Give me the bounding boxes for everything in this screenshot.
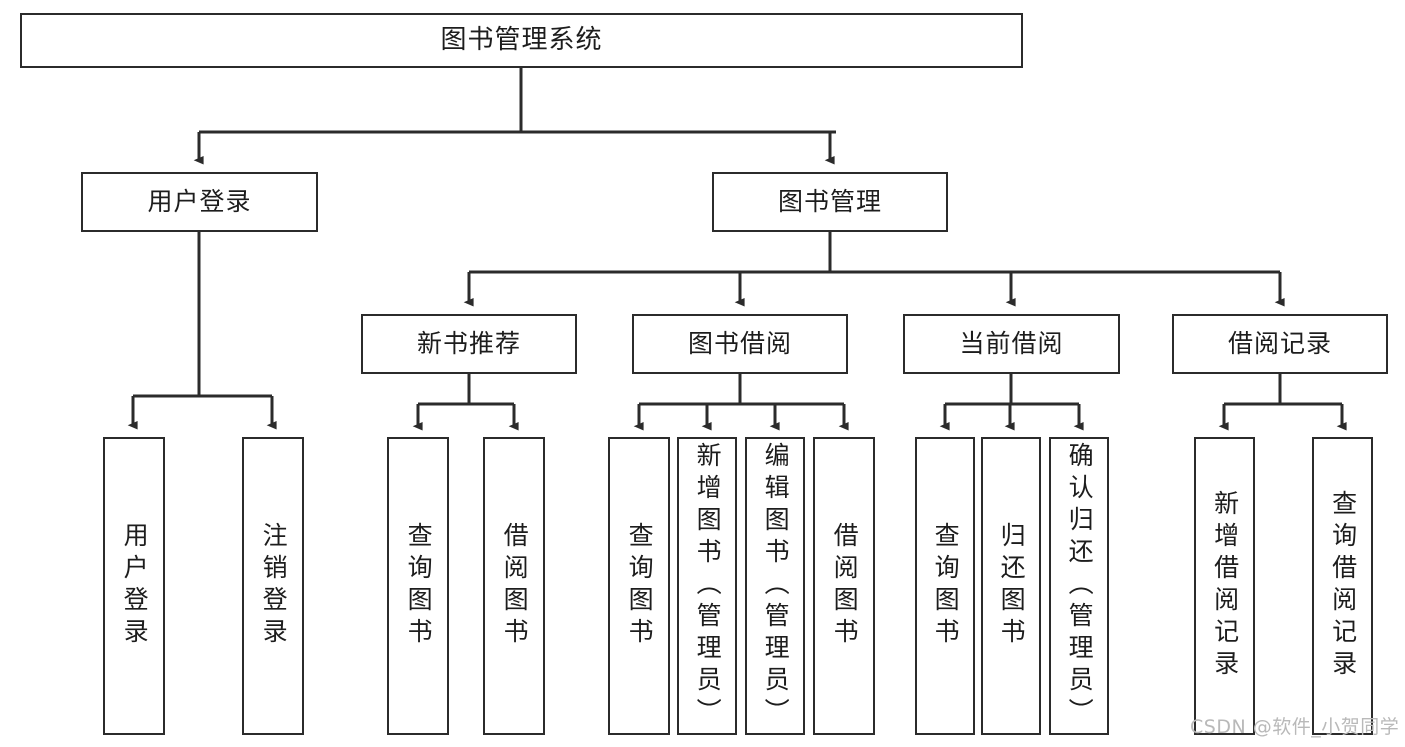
node-new-book-recommend[interactable]: 新书推荐 bbox=[361, 314, 577, 374]
node-label: 查询图书 bbox=[625, 522, 655, 650]
node-leaf-borrow-book-1[interactable]: 借阅图书 bbox=[483, 437, 545, 735]
node-label: 新增图书（管理员） bbox=[693, 442, 723, 730]
node-label: 图书管理系统 bbox=[440, 25, 603, 56]
node-book-borrow[interactable]: 图书借阅 bbox=[632, 314, 848, 374]
node-label: 注销登录 bbox=[259, 522, 289, 650]
node-leaf-query-record[interactable]: 查询借阅记录 bbox=[1312, 437, 1373, 735]
node-root-system[interactable]: 图书管理系统 bbox=[20, 13, 1023, 68]
node-label: 借阅图书 bbox=[500, 522, 530, 650]
node-label: 新书推荐 bbox=[416, 329, 521, 359]
node-label: 图书管理 bbox=[777, 187, 882, 217]
node-label: 新增借阅记录 bbox=[1210, 490, 1240, 682]
node-leaf-query-book-3[interactable]: 查询图书 bbox=[915, 437, 975, 735]
node-label: 用户登录 bbox=[120, 522, 150, 650]
node-leaf-add-record[interactable]: 新增借阅记录 bbox=[1194, 437, 1255, 735]
node-borrow-record[interactable]: 借阅记录 bbox=[1172, 314, 1388, 374]
node-leaf-logout[interactable]: 注销登录 bbox=[242, 437, 304, 735]
node-leaf-edit-book[interactable]: 编辑图书（管理员） bbox=[745, 437, 805, 735]
node-label: 借阅记录 bbox=[1227, 329, 1332, 359]
node-leaf-borrow-book-2[interactable]: 借阅图书 bbox=[813, 437, 875, 735]
node-label: 当前借阅 bbox=[959, 329, 1064, 359]
node-label: 图书借阅 bbox=[687, 329, 792, 359]
node-label: 借阅图书 bbox=[830, 522, 860, 650]
node-leaf-query-book-1[interactable]: 查询图书 bbox=[387, 437, 449, 735]
node-leaf-user-login[interactable]: 用户登录 bbox=[103, 437, 165, 735]
node-current-borrow[interactable]: 当前借阅 bbox=[903, 314, 1120, 374]
node-book-manage[interactable]: 图书管理 bbox=[712, 172, 948, 232]
node-label: 用户登录 bbox=[147, 187, 252, 217]
node-leaf-confirm-return[interactable]: 确认归还（管理员） bbox=[1049, 437, 1109, 735]
node-leaf-query-book-2[interactable]: 查询图书 bbox=[608, 437, 670, 735]
node-label: 查询借阅记录 bbox=[1328, 490, 1358, 682]
node-label: 编辑图书（管理员） bbox=[761, 442, 791, 730]
node-user-login[interactable]: 用户登录 bbox=[81, 172, 318, 232]
node-label: 查询图书 bbox=[931, 522, 961, 650]
node-label: 查询图书 bbox=[404, 522, 434, 650]
node-label: 归还图书 bbox=[997, 522, 1027, 650]
node-leaf-add-book[interactable]: 新增图书（管理员） bbox=[677, 437, 737, 735]
node-leaf-return-book[interactable]: 归还图书 bbox=[981, 437, 1041, 735]
node-label: 确认归还（管理员） bbox=[1065, 442, 1095, 730]
